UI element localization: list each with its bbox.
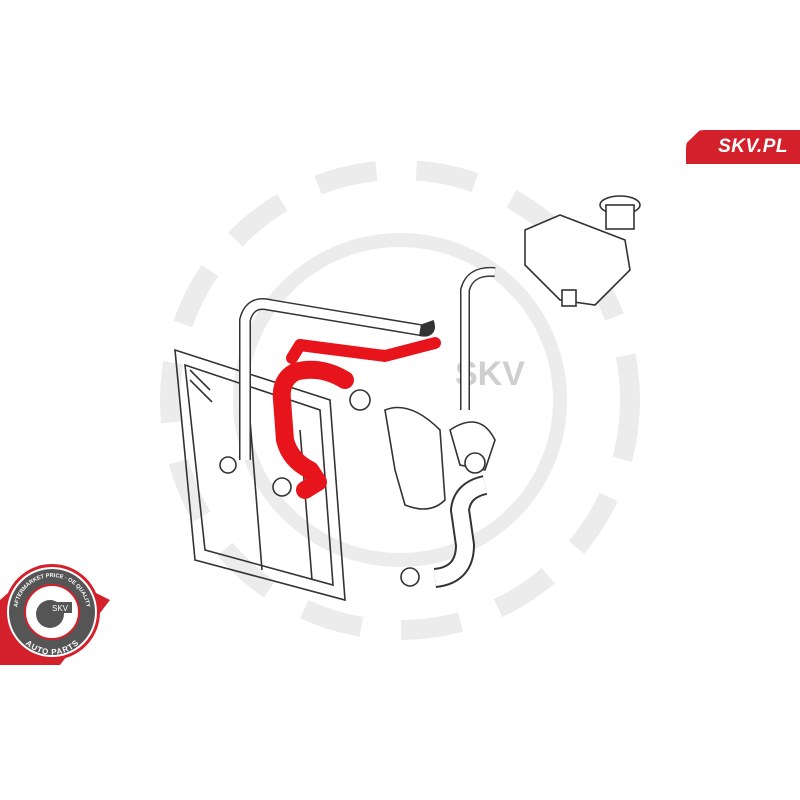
water-pump-housing <box>219 389 496 587</box>
highlighted-radiator-hose <box>272 337 441 499</box>
brand-tab[interactable]: SKV.PL <box>686 130 800 164</box>
expansion-tank <box>524 195 641 307</box>
brand-site-label: SKV.PL <box>718 136 788 157</box>
badge-center-text: SKV <box>52 604 69 613</box>
skv-auto-parts-badge: SKV AFTERMARKET PRICE · OE QUALITY AUTO … <box>0 564 110 665</box>
